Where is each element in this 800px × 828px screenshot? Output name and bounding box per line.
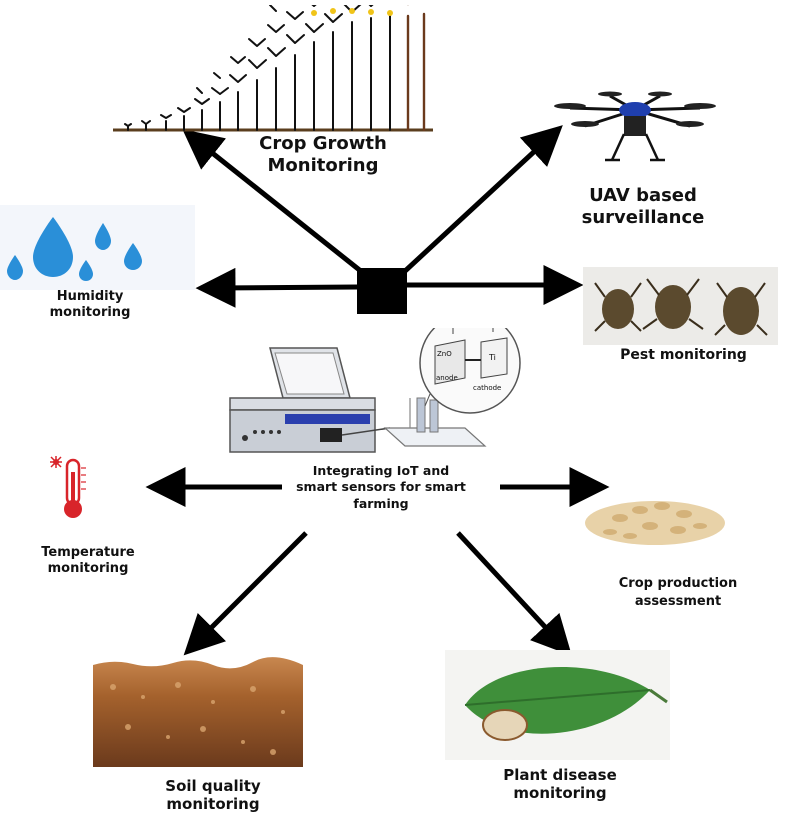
plant-disease-line2: monitoring bbox=[513, 784, 607, 802]
center-line1: Integrating IoT and bbox=[312, 463, 450, 478]
diseased-leaf-illustration bbox=[445, 650, 670, 760]
plant-disease-label: Plant disease monitoring bbox=[475, 766, 645, 802]
pest-line1: Pest monitoring bbox=[620, 347, 747, 363]
humidity-line2: monitoring bbox=[49, 304, 131, 320]
pest-beetles-illustration bbox=[583, 267, 778, 345]
grain-pile-illustration bbox=[585, 501, 725, 545]
crop-production-line2: assessment bbox=[634, 594, 722, 610]
thermometer-icon bbox=[50, 456, 86, 518]
soil-line1: Soil quality bbox=[165, 777, 261, 795]
arrow-to-uav bbox=[402, 125, 563, 274]
soil-line2: monitoring bbox=[166, 795, 260, 813]
temperature-label: Temperature monitoring bbox=[18, 545, 158, 576]
drone-illustration bbox=[554, 91, 716, 162]
crop-growth-line1: Crop Growth bbox=[259, 133, 387, 154]
arrow-to-crop-growth bbox=[182, 129, 364, 274]
inset-anode-text: anode bbox=[436, 374, 458, 382]
arrow-to-humidity bbox=[195, 267, 358, 308]
center-label: Integrating IoT and smart sensors for sm… bbox=[246, 463, 516, 512]
soil-label: Soil quality monitoring bbox=[138, 777, 288, 813]
water-drops-illustration bbox=[0, 205, 195, 290]
plant-disease-line1: Plant disease bbox=[503, 766, 617, 784]
center-line2: smart sensors for smart bbox=[296, 479, 466, 495]
central-hub-square bbox=[357, 268, 407, 314]
temperature-line1: Temperature bbox=[41, 545, 135, 560]
inset-ti-text: Ti bbox=[488, 353, 496, 362]
crop-growth-illustration bbox=[113, 5, 433, 132]
arrow-to-soil bbox=[183, 531, 308, 656]
uav-line2: surveillance bbox=[581, 206, 705, 228]
arrow-to-plant-disease bbox=[456, 531, 572, 656]
inset-zno-text: ZnO bbox=[437, 350, 452, 358]
iot-device-illustration: ZnO Ti anode cathode bbox=[229, 328, 521, 453]
crop-growth-line2: Monitoring bbox=[267, 154, 379, 176]
inset-cathode-text: cathode bbox=[473, 384, 501, 392]
center-line3: farming bbox=[353, 495, 409, 511]
uav-line1: UAV based bbox=[589, 185, 697, 206]
humidity-line1: Humidity bbox=[56, 289, 124, 304]
crop-growth-label: Crop Growth Monitoring bbox=[238, 133, 408, 176]
pest-label: Pest monitoring bbox=[586, 347, 781, 364]
uav-label: UAV based surveillance bbox=[548, 185, 738, 228]
soil-layers-illustration bbox=[93, 657, 303, 767]
crop-production-line1: Crop production bbox=[618, 576, 738, 591]
crop-production-label: Crop production assessment bbox=[588, 575, 768, 611]
humidity-label: Humidity monitoring bbox=[15, 289, 165, 320]
temperature-line2: monitoring bbox=[47, 560, 129, 576]
